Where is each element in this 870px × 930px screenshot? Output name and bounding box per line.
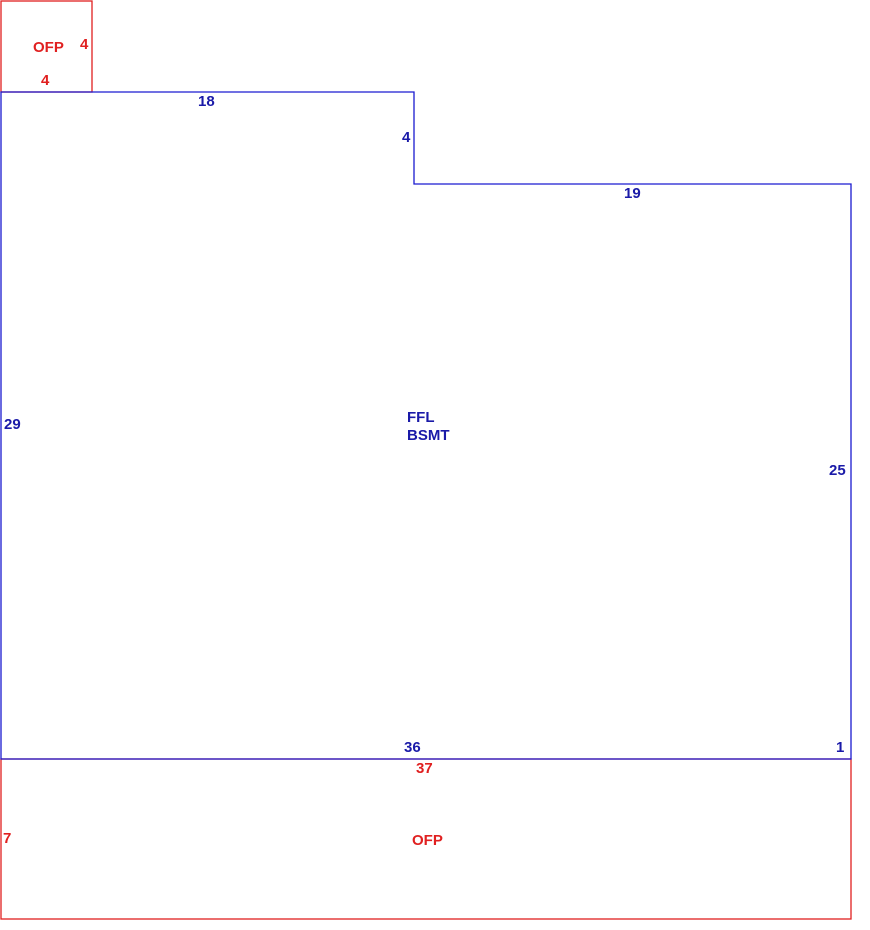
porch-top-side-dimension: 4 xyxy=(80,36,89,53)
porch-bottom-label: OFP xyxy=(412,832,443,849)
porch-bottom-top-dimension: 37 xyxy=(416,760,433,777)
main-top-left-dimension: 18 xyxy=(198,93,215,110)
porch-bottom-left-dimension: 7 xyxy=(3,830,11,847)
porch-top-bottom-dimension: 4 xyxy=(41,72,50,89)
main-structure-outline xyxy=(0,91,852,760)
main-top-right-dimension: 19 xyxy=(624,185,641,202)
main-bottom-dimension: 36 xyxy=(404,739,421,756)
main-area-label-line2: BSMT xyxy=(407,427,450,444)
main-area-label-line1: FFL xyxy=(407,409,435,426)
main-step-dimension: 4 xyxy=(402,129,411,146)
main-left-dimension: 29 xyxy=(4,416,21,433)
main-right-dimension: 25 xyxy=(829,462,846,479)
main-bottom-right-dimension: 1 xyxy=(836,739,844,756)
porch-top-label: OFP xyxy=(33,39,64,56)
